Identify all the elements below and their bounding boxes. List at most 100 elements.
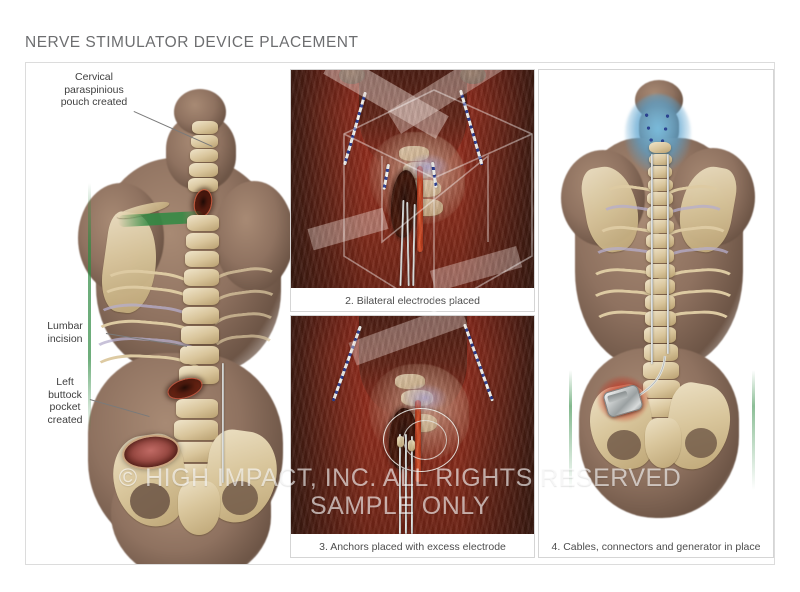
panel-4-vertebra-t9 (645, 279, 675, 294)
panel-2-exposed-vertebra-1 (399, 146, 429, 161)
panel-3-fascia-plane (369, 364, 469, 460)
panel-2-drape-strip-3 (307, 207, 389, 251)
panel-4-contour-green-edge-right (752, 370, 755, 490)
panel-3-anchors-placed: 3. Anchors placed with excess electrode (290, 315, 535, 558)
panel-3-right-electrode-lead (463, 323, 494, 402)
cervical-vertebra-5 (188, 178, 218, 192)
panel-4-artwork (539, 70, 773, 557)
panel-4-left-obturator-foramen (607, 430, 641, 460)
panel-3-exposed-vertebra-3 (403, 414, 437, 432)
panel-4-spinal-cable-right (667, 154, 669, 354)
thoracic-vertebra-3 (185, 251, 219, 267)
lumbar-vertebra-2 (174, 420, 218, 440)
panel-3-right-shoulder-shadow (460, 316, 534, 534)
panel-2-left-electrode-lead (343, 91, 367, 166)
cervical-vertebra-4 (189, 163, 218, 177)
panel-4-vertebra-l1 (644, 344, 678, 361)
panel-4-right-obturator-foramen (685, 428, 717, 458)
panel-1-cable (222, 363, 224, 483)
right-obturator-foramen (222, 481, 258, 515)
panel-3-cable-3 (411, 436, 413, 534)
panel-3-excess-electrode-loop-small (403, 420, 447, 460)
panel-2-fascia-plane (369, 132, 465, 224)
panel-2-exposed-vertebra-2 (403, 162, 435, 178)
panel-3-exposed-vertebra-2 (401, 390, 433, 406)
panel-4-vertebra-t1 (648, 166, 672, 178)
panel-3-neck-shadow (358, 316, 467, 418)
panel-3-left-shoulder-shadow (291, 316, 365, 534)
panel-3-anchor-2 (408, 440, 415, 451)
panel-3-cable-1 (399, 434, 401, 534)
lumbar-vertebra-1 (176, 399, 218, 418)
panel-2-right-electrode-lead (459, 89, 484, 166)
panel-3-left-electrode-lead (331, 325, 362, 402)
figure-frame: 2. Bilateral electrodes placed (25, 62, 775, 565)
right-shoulder-shape (214, 181, 290, 291)
page-title: NERVE STIMULATOR DEVICE PLACEMENT (25, 34, 359, 51)
panel-4-vertebra-t2 (648, 179, 673, 191)
panel-2-caption: 2. Bilateral electrodes placed (345, 295, 480, 307)
cervical-paraspinious-pouch-label: Cervical paraspinious pouch created (60, 71, 128, 108)
panel-4-vertebra-t3 (647, 192, 673, 205)
panel-2-midline-incision (388, 169, 420, 239)
panel-2-exposed-red-tissue (417, 166, 423, 252)
panel-2-dural-tint (407, 154, 449, 180)
cervical-vertebra-1 (192, 121, 218, 134)
panel-3-drape-strip-1 (348, 316, 468, 366)
panel-2-drape-strip-2 (387, 70, 503, 134)
thoracic-vertebra-4 (184, 269, 219, 286)
panel-3-muscle-field (291, 316, 534, 534)
panel-1-artwork (26, 63, 290, 564)
panel-2-left-electrode-lead-lower (382, 163, 390, 190)
thoracic-vertebra-7 (181, 326, 219, 344)
sacrum-bone (178, 481, 220, 535)
panel-3-cable-2 (405, 434, 407, 534)
panel-4-contour-green-edge-left (569, 370, 572, 490)
lumbar-incision-label: Lumbar incision (47, 320, 83, 345)
panel-4-vertebra-t10 (645, 295, 675, 310)
panel-2-bilateral-electrodes: 2. Bilateral electrodes placed (290, 69, 535, 312)
thoracic-vertebra-6 (182, 307, 219, 324)
panel-3-anchor-1 (397, 436, 404, 447)
panel-2-cable-2 (406, 201, 410, 287)
panel-2-neck-shadow (358, 70, 467, 172)
panel-3-dural-tint (403, 384, 447, 412)
panel-4-sacrum (645, 418, 681, 468)
thoracic-vertebra-5 (183, 288, 219, 305)
panel-2-exposed-vertebra-4 (409, 199, 443, 216)
thoracic-vertebra-2 (186, 233, 219, 249)
panel-2-left-shoulder-shadow (291, 70, 365, 288)
panel-4-vertebra-c2 (649, 154, 672, 165)
cervical-vertebra-3 (190, 149, 218, 162)
panel-3-exposed-red-tissue (415, 400, 421, 482)
panel-2-right-shoulder-shadow (460, 70, 534, 288)
panel-2-drape-strip-4 (429, 246, 523, 288)
panel-2-exposed-vertebra-3 (407, 180, 441, 197)
panel-1-overview-illustration (26, 63, 290, 564)
panel-4-caption: 4. Cables, connectors and generator in p… (551, 541, 761, 553)
thoracic-vertebra-1 (187, 215, 219, 231)
panel-3-midline-incision (387, 407, 419, 471)
left-buttock-pocket-label: Left buttock pocket created (47, 376, 83, 426)
panel-2-muscle-field (291, 70, 534, 288)
panel-3-excess-electrode-loop-large (383, 408, 459, 472)
panel-4-cables-connectors-generator: 4. Cables, connectors and generator in p… (538, 69, 774, 558)
panel-4-vertebra-t12 (644, 327, 676, 343)
panel-2-right-electrode-lead-lower (431, 161, 438, 188)
panel-4-vertebra-t11 (645, 311, 676, 326)
panel-2-cable-1 (399, 199, 405, 287)
panel-2-cable-3 (412, 203, 416, 287)
panel-3-exposed-vertebra-1 (395, 374, 425, 389)
panel-4-spinal-cable-left (651, 154, 653, 364)
panel-4-vertebra-c1 (649, 142, 671, 153)
panel-4-vertebra-l2 (643, 362, 679, 379)
body-contour-green-edge (88, 183, 91, 433)
panel-4-vertebra-t4 (647, 206, 673, 219)
panel-3-caption: 3. Anchors placed with excess electrode (319, 541, 506, 553)
panel-2-right-head-edge (460, 70, 486, 84)
panel-2-drape-strip-1 (323, 70, 449, 139)
panel-2-left-head-edge (339, 70, 365, 84)
left-obturator-foramen (130, 483, 170, 519)
lumbar-vertebra-3 (173, 442, 218, 462)
thoracic-vertebra-8 (180, 346, 219, 364)
